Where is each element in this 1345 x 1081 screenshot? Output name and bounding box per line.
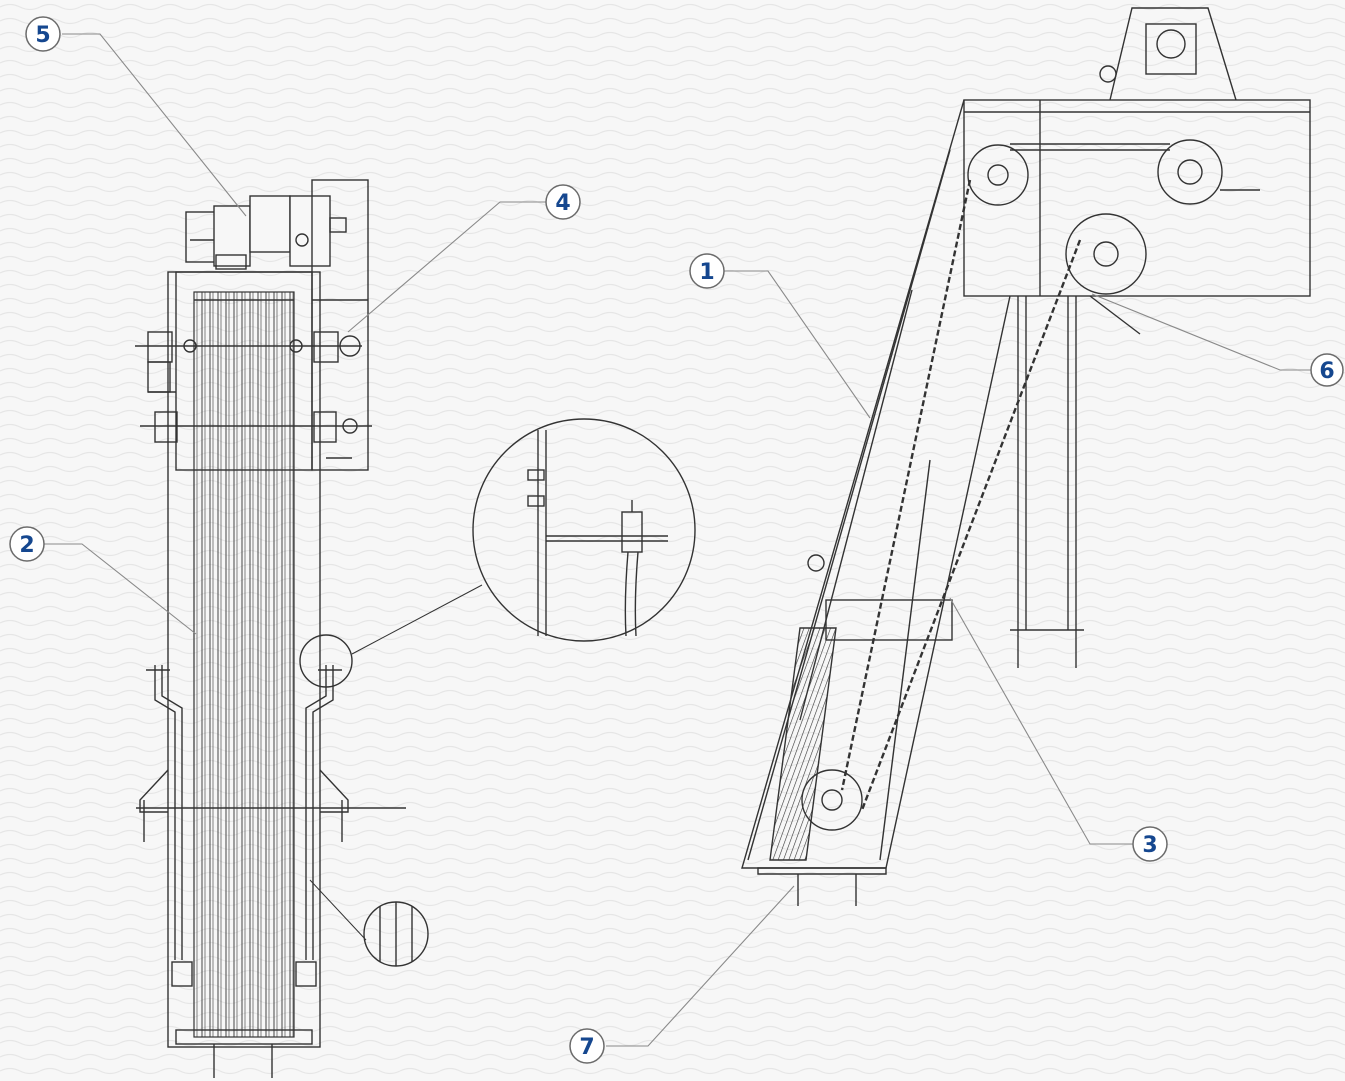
- side-view: [741, 7, 1311, 906]
- main-channel: [167, 271, 321, 1048]
- callout-2-label: 2: [19, 533, 34, 558]
- callout-6: 6: [1310, 353, 1344, 387]
- cleaning-brush: [1065, 213, 1147, 295]
- chain-back: [860, 239, 1082, 811]
- callout-1: 1: [689, 253, 725, 289]
- callout-2: 2: [9, 526, 45, 562]
- callout-5: 5: [25, 16, 61, 52]
- chain-front: [840, 179, 972, 791]
- head-shafts: [135, 331, 372, 443]
- callout-3-label: 3: [1142, 833, 1157, 858]
- callout-7: 7: [569, 1028, 605, 1064]
- drive-motor: [185, 195, 347, 270]
- magnified-detail: [351, 418, 696, 655]
- callout-3: 3: [1132, 826, 1168, 862]
- detail-mark-joint: [299, 634, 353, 688]
- bar-screen: [769, 627, 837, 861]
- callout-1-label: 1: [699, 260, 714, 285]
- drive-sprocket: [1157, 139, 1223, 205]
- motor-frame: [1109, 7, 1237, 101]
- head-housing: [963, 99, 1311, 297]
- support-brackets: [136, 769, 406, 842]
- flushing-pipes: [146, 665, 342, 960]
- callout-5-label: 5: [35, 23, 50, 48]
- rake-chain: [193, 291, 295, 1038]
- callout-4: 4: [545, 184, 581, 220]
- callout-6-label: 6: [1319, 359, 1334, 384]
- front-view: [135, 179, 429, 1078]
- callout-4-label: 4: [555, 191, 570, 216]
- leader-lines: [44, 33, 1311, 1047]
- callout-7-label: 7: [579, 1035, 594, 1060]
- upper-sprocket: [967, 144, 1029, 206]
